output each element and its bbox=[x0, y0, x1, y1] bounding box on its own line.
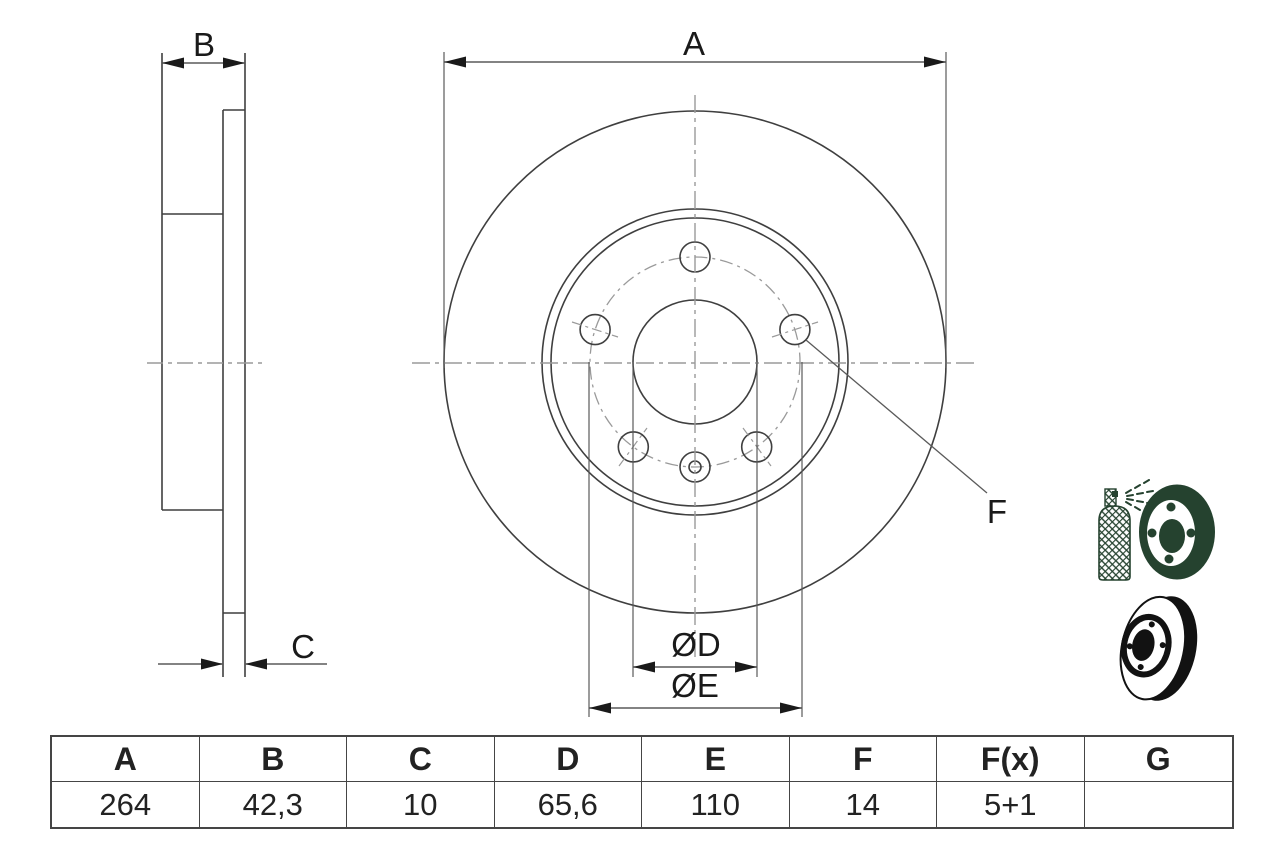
arrowhead bbox=[735, 661, 757, 673]
table-header-fx: F(x) bbox=[937, 737, 1085, 782]
icon-bolt-hole bbox=[1159, 642, 1166, 649]
table-value-e: 110 bbox=[642, 782, 790, 827]
dimension-label-b: B bbox=[193, 26, 215, 63]
arrowhead bbox=[780, 702, 802, 714]
spray-nozzle-tip bbox=[1112, 491, 1118, 497]
side-view bbox=[147, 53, 262, 677]
table-value-f: 14 bbox=[790, 782, 937, 827]
table-header-d: D bbox=[494, 737, 642, 782]
icon-bolt-hole bbox=[1186, 528, 1196, 538]
spray-mist bbox=[1125, 479, 1154, 516]
icon-disc-hub bbox=[1159, 519, 1185, 553]
dimension-b: B bbox=[162, 26, 245, 69]
icon-bolt-hole bbox=[1147, 528, 1157, 538]
icon-bolt-hole bbox=[1166, 502, 1176, 512]
arrowhead bbox=[589, 702, 611, 714]
front-view bbox=[412, 95, 977, 662]
dimension-label-e: ØE bbox=[671, 667, 719, 704]
arrowhead bbox=[245, 658, 267, 670]
spray-can-nozzle bbox=[1104, 488, 1117, 507]
table-value-g bbox=[1085, 782, 1233, 827]
arrowhead bbox=[924, 56, 946, 68]
icon-bolt-hole bbox=[1126, 643, 1133, 650]
arrowhead bbox=[633, 661, 655, 673]
dimension-d: ØD bbox=[632, 362, 758, 677]
table-header-a: A bbox=[52, 737, 200, 782]
arrowhead bbox=[444, 56, 466, 68]
table-header-g: G bbox=[1084, 737, 1232, 782]
dimension-label-f: F bbox=[987, 493, 1007, 530]
dimension-label-c: C bbox=[291, 628, 315, 665]
dimension-e: ØE bbox=[588, 362, 803, 717]
icon-bolt-hole bbox=[1137, 664, 1144, 671]
icon-bolt-hole bbox=[1148, 621, 1155, 628]
dimension-c: C bbox=[158, 628, 327, 670]
arrowhead bbox=[162, 57, 184, 69]
table-header-f: F bbox=[789, 737, 937, 782]
table-value-fx: 5+1 bbox=[937, 782, 1085, 827]
arrowhead bbox=[223, 57, 245, 69]
spray-can-body bbox=[1098, 505, 1131, 581]
dimension-spec-table: A B C D E F F(x) G 264 42,3 10 65,6 110 … bbox=[50, 735, 1234, 829]
table-value-a: 264 bbox=[52, 782, 200, 827]
table-value-c: 10 bbox=[347, 782, 495, 827]
table-header-b: B bbox=[199, 737, 347, 782]
table-header-e: E bbox=[642, 737, 790, 782]
table-value-d: 65,6 bbox=[495, 782, 642, 827]
icon-bolt-hole bbox=[1164, 554, 1174, 564]
dimension-a: A bbox=[443, 25, 947, 368]
brake-disc-perspective-icon bbox=[1119, 595, 1198, 701]
bolt-hole bbox=[579, 313, 611, 346]
table-value-b: 42,3 bbox=[200, 782, 347, 827]
dimension-f-leader: F bbox=[805, 339, 1007, 530]
leader-line bbox=[805, 339, 988, 494]
dimension-label-d: ØD bbox=[671, 626, 721, 663]
table-header-c: C bbox=[347, 737, 495, 782]
dimension-label-a: A bbox=[683, 25, 705, 62]
spray-coated-disc-icon bbox=[1098, 479, 1215, 581]
bolt-hole bbox=[779, 313, 811, 346]
arrowhead bbox=[201, 658, 223, 670]
icon-center-bore bbox=[1132, 629, 1155, 661]
